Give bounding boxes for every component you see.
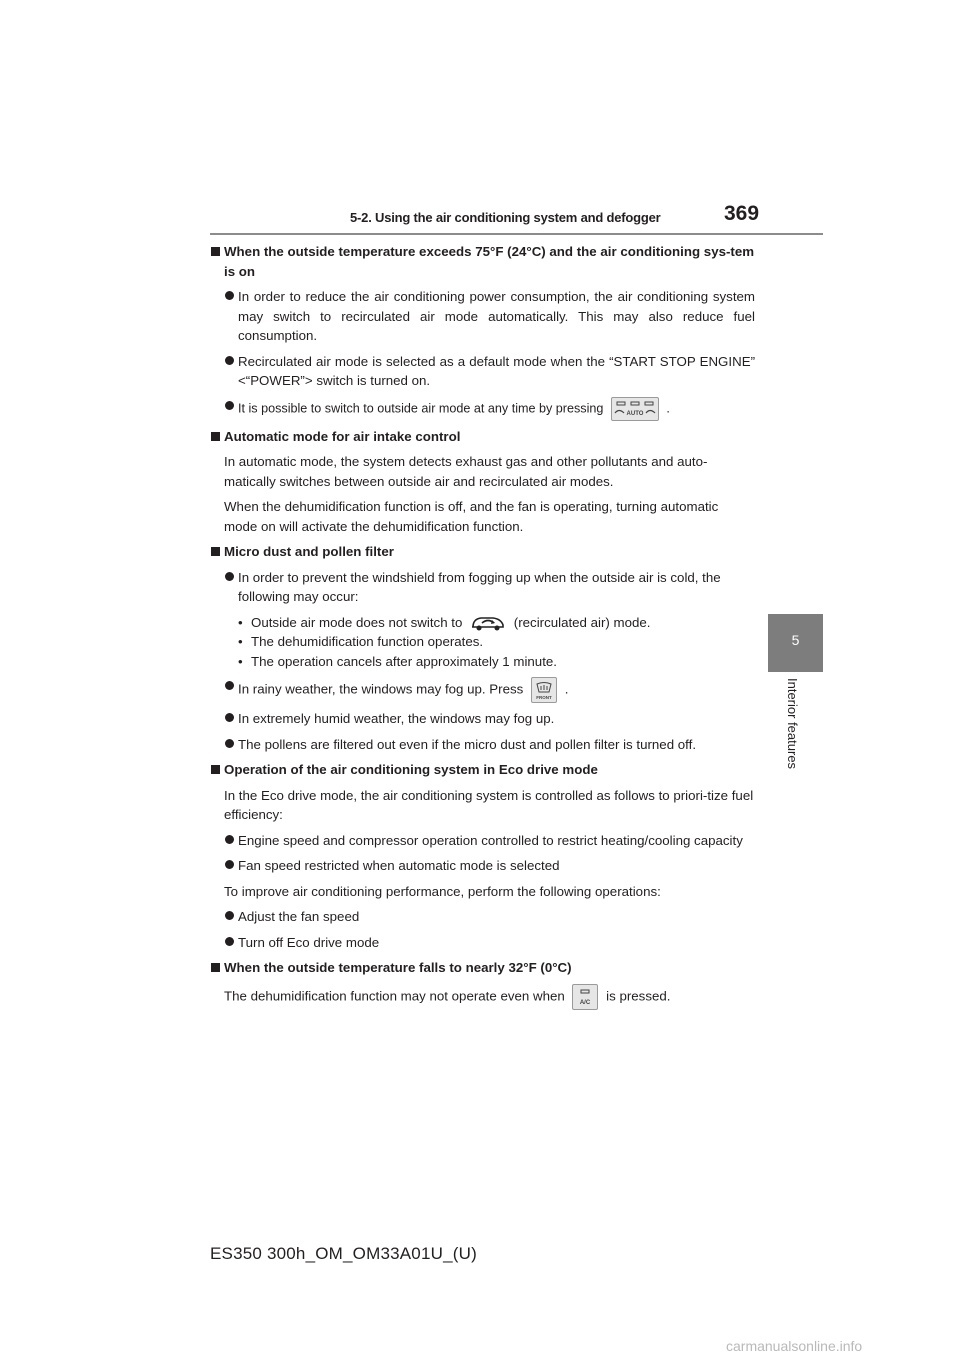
bullet-text: In order to prevent the windshield from …: [238, 569, 721, 605]
auto-air-intake-button-icon: AUTO: [610, 396, 659, 421]
chapter-label-wrap: Interior features: [785, 678, 802, 788]
paragraph: To improve air conditioning performance,…: [224, 883, 661, 899]
heading-micro-dust-filter: Micro dust and pollen filter: [210, 542, 755, 562]
square-bullet-icon: [211, 765, 220, 774]
bullet-item: Recirculated air mode is selected as a d…: [210, 352, 755, 391]
square-bullet-icon: [211, 431, 220, 441]
sub-text: Outside air mode does not switch to: [251, 614, 463, 630]
watermark: carmanualsonline.info: [726, 1338, 863, 1354]
bullet-text: Recirculated air mode is selected as a d…: [238, 353, 755, 389]
round-bullet-icon: [225, 911, 234, 920]
sub-text-end: (recirculated air) mode.: [513, 614, 651, 630]
round-bullet-icon: [225, 738, 234, 748]
bullet-item: Turn off Eco drive mode: [210, 933, 755, 953]
heading-text: When the outside temperature exceeds 75°…: [224, 244, 755, 279]
bullet-item: In order to prevent the windshield from …: [210, 568, 755, 607]
bullet-item: Adjust the fan speed: [210, 907, 755, 927]
round-bullet-icon: [225, 936, 234, 946]
round-bullet-icon: [225, 860, 234, 869]
header-divider: [210, 233, 823, 235]
paragraph: The dehumidification function may not op…: [210, 983, 755, 1010]
square-bullet-icon: [211, 547, 220, 556]
round-bullet-icon: [225, 400, 234, 410]
round-bullet-icon: [225, 681, 234, 690]
paragraph-text: The dehumidification function may not op…: [224, 988, 565, 1004]
bullet-text-end: .: [666, 400, 670, 415]
bullet-item: It is possible to switch to outside air …: [210, 396, 755, 421]
sub-item: The operation cancels after approximatel…: [210, 652, 755, 672]
heading-text: Micro dust and pollen filter: [224, 544, 394, 559]
heading-automatic-mode: Automatic mode for air intake control: [210, 427, 755, 447]
round-bullet-icon: [225, 834, 234, 844]
auto-label: AUTO: [626, 411, 643, 417]
chapter-number: 5: [791, 632, 800, 648]
square-bullet-icon: [211, 247, 220, 256]
heading-text: Operation of the air conditioning system…: [224, 762, 598, 777]
chapter-tab: 5: [768, 614, 823, 672]
heading-outside-temp-falls: When the outside temperature falls to ne…: [210, 958, 755, 978]
page-number: 369: [724, 202, 760, 225]
bullet-text: In extremely humid weather, the windows …: [238, 711, 555, 726]
heading-outside-temp-exceeds: When the outside temperature exceeds 75°…: [210, 242, 755, 281]
bullet-text: The pollens are filtered out even if the…: [238, 736, 697, 752]
round-bullet-icon: [225, 571, 234, 581]
round-bullet-icon: [225, 291, 234, 300]
round-bullet-icon: [225, 713, 234, 722]
bullet-item: The pollens are filtered out even if the…: [210, 735, 755, 755]
paragraph-text-end: is pressed.: [606, 988, 671, 1004]
heading-eco-drive-mode: Operation of the air conditioning system…: [210, 760, 755, 780]
bullet-item: In rainy weather, the windows may fog up…: [210, 677, 755, 703]
sub-item: Outside air mode does not switch to (rec…: [210, 613, 755, 633]
chapter-label: Interior features: [785, 678, 800, 770]
bullet-item: In order to reduce the air conditioning …: [210, 287, 755, 346]
paragraph: When the dehumidification function is of…: [224, 499, 719, 534]
round-bullet-icon: [225, 355, 234, 365]
bullet-text-end: .: [564, 681, 569, 697]
section-title: 5-2. Using the air conditioning system a…: [350, 210, 661, 225]
ac-button-icon: A/C: [572, 983, 599, 1010]
bullet-item: Fan speed restricted when automatic mode…: [210, 856, 755, 876]
bullet-text: Adjust the fan speed: [238, 909, 360, 924]
sub-list: Outside air mode does not switch to (rec…: [210, 613, 755, 672]
model-code: ES350 300h_OM_OM33A01U_(U): [210, 1244, 477, 1263]
paragraph: In the Eco drive mode, the air condition…: [224, 787, 754, 823]
bullet-item: Engine speed and compressor operation co…: [210, 831, 755, 851]
bullet-text: Fan speed restricted when automatic mode…: [238, 858, 560, 873]
heading-text: Automatic mode for air intake control: [224, 428, 461, 444]
bullet-text: In rainy weather, the windows may fog up…: [238, 681, 524, 697]
sub-item: The dehumidification function operates.: [210, 632, 755, 652]
paragraph: In automatic mode, the system detects ex…: [224, 454, 708, 489]
bullet-text: In order to reduce the air conditioning …: [238, 289, 755, 343]
bullet-item: In extremely humid weather, the windows …: [210, 709, 755, 729]
bullet-text: Turn off Eco drive mode: [238, 934, 380, 950]
square-bullet-icon: [211, 963, 220, 972]
front-defogger-button-icon: FRONT: [531, 677, 557, 703]
front-label: FRONT: [536, 695, 552, 700]
bullet-text: It is possible to switch to outside air …: [238, 400, 604, 415]
page-content: When the outside temperature exceeds 75°…: [210, 242, 755, 1016]
recirculated-air-icon: [470, 614, 506, 632]
bullet-text: Engine speed and compressor operation co…: [238, 832, 743, 848]
ac-label: A/C: [580, 1000, 591, 1006]
heading-text: When the outside temperature falls to ne…: [224, 960, 572, 975]
